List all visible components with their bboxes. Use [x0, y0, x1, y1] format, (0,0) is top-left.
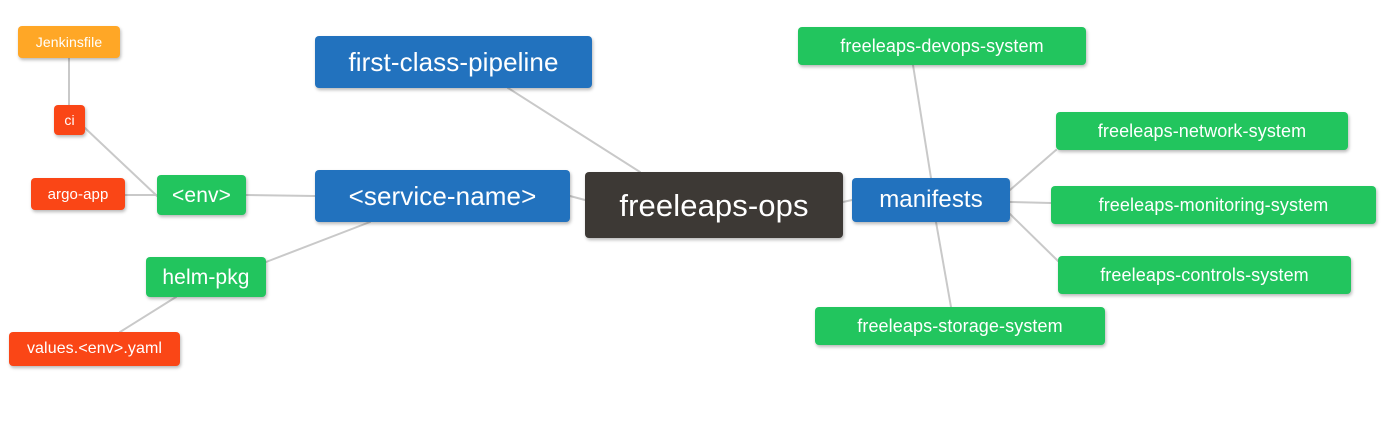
node-label: freeleaps-ops	[619, 187, 809, 223]
node-label: freeleaps-network-system	[1097, 121, 1307, 141]
mindmap-node-freeleaps-ops[interactable]: freeleaps-ops	[585, 172, 843, 238]
edge-monitoring-system-to-manifests	[1009, 201, 1052, 204]
node-label: helm-pkg	[162, 265, 250, 289]
mindmap-node-values-yaml[interactable]: values.<env>.yaml	[9, 332, 180, 366]
mindmap-node-jenkinsfile[interactable]: Jenkinsfile	[18, 26, 120, 58]
node-label: freeleaps-monitoring-system	[1098, 195, 1329, 215]
edge-service-name-to-freeleaps-ops	[569, 195, 586, 201]
edge-freeleaps-ops-to-manifests	[842, 199, 853, 203]
mindmap-node-monitoring-system[interactable]: freeleaps-monitoring-system	[1051, 186, 1376, 224]
node-label: freeleaps-devops-system	[840, 36, 1044, 56]
mindmap-node-service-name[interactable]: <service-name>	[315, 170, 570, 222]
node-label: ci	[64, 112, 75, 128]
node-label: freeleaps-controls-system	[1100, 265, 1309, 285]
mindmap-node-first-class-pipeline[interactable]: first-class-pipeline	[315, 36, 592, 88]
edge-network-system-to-manifests	[1009, 149, 1057, 191]
mindmap-node-argo-app[interactable]: argo-app	[31, 178, 125, 210]
edge-storage-system-to-manifests	[935, 221, 952, 308]
mindmap-node-controls-system[interactable]: freeleaps-controls-system	[1058, 256, 1351, 294]
node-label: argo-app	[47, 185, 109, 203]
node-label: <env>	[172, 183, 231, 207]
node-label: manifests	[879, 186, 983, 213]
node-label: values.<env>.yaml	[26, 340, 163, 357]
edge-helm-pkg-to-service-name	[265, 221, 371, 263]
edge-first-class-pipeline-to-freeleaps-ops	[507, 87, 641, 173]
node-label: first-class-pipeline	[348, 47, 559, 77]
edge-env-to-service-name	[245, 194, 316, 197]
edge-values-yaml-to-helm-pkg	[119, 296, 177, 333]
mindmap-node-helm-pkg[interactable]: helm-pkg	[146, 257, 266, 297]
node-label: Jenkinsfile	[35, 34, 103, 50]
mindmap-node-devops-system[interactable]: freeleaps-devops-system	[798, 27, 1086, 65]
edge-devops-system-to-manifests	[912, 64, 932, 179]
mindmap-node-storage-system[interactable]: freeleaps-storage-system	[815, 307, 1105, 345]
node-label: freeleaps-storage-system	[857, 316, 1063, 336]
mindmap-node-ci[interactable]: ci	[54, 105, 85, 135]
mindmap-node-network-system[interactable]: freeleaps-network-system	[1056, 112, 1348, 150]
node-label: <service-name>	[348, 181, 537, 211]
mindmap-node-env[interactable]: <env>	[157, 175, 246, 215]
mindmap-node-manifests[interactable]: manifests	[852, 178, 1010, 222]
